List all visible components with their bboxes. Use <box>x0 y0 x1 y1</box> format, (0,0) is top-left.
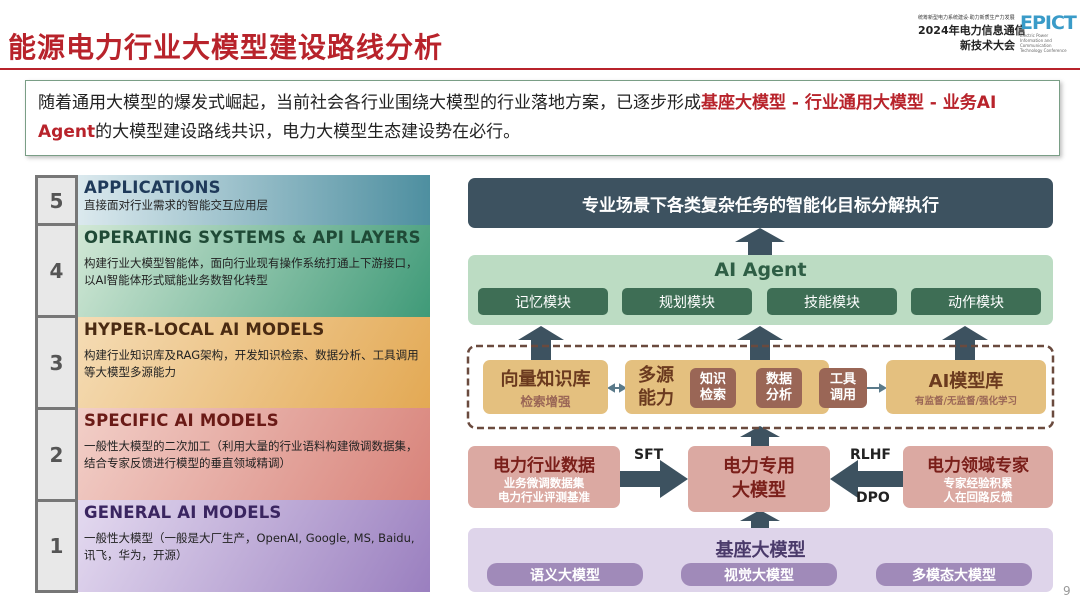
module-skill: 技能模块 <box>767 288 897 315</box>
pill-vision-model: 视觉大模型 <box>681 563 837 586</box>
layer-title: SPECIFIC AI MODELS <box>84 411 279 430</box>
arrow-up-icon <box>518 326 564 360</box>
layer-number-4: 4 <box>35 223 78 318</box>
cap-l1: 数据 <box>765 372 792 387</box>
intro-text: 随着通用大模型的爆发式崛起，当前社会各行业围绕大模型的行业落地方案，已逐步形成 <box>38 93 701 113</box>
cap-l1: 工具 <box>829 372 856 387</box>
power-data-sub1: 业务微调数据集 <box>503 475 585 490</box>
module-memory: 记忆模块 <box>478 288 608 315</box>
layer-desc: 构建行业大模型智能体，面向行业现有操作系统打通上下游接口，以AI智能体形式赋能业… <box>84 256 418 287</box>
conference-name-line1: 2024年电力信息通信 <box>918 24 1026 37</box>
pill-multimodal-model: 多模态大模型 <box>876 563 1032 586</box>
ai-agent-title: AI Agent <box>714 259 807 281</box>
module-planning: 规划模块 <box>622 288 752 315</box>
multi-title-1: 多源 <box>638 365 674 386</box>
cap-l1: 知识 <box>699 372 726 387</box>
pill-semantic-model: 语义大模型 <box>487 563 643 586</box>
intro-highlight: 基座大模型 - 行业通用大模型 - 业务AI Agent <box>38 93 997 142</box>
vector-kb-title: 向量知识库 <box>500 368 591 390</box>
goal-box: 专业场景下各类复杂任务的智能化目标分解执行 <box>468 178 1053 228</box>
power-data-title: 电力行业数据 <box>493 455 595 476</box>
page-number: 9 <box>1063 584 1071 598</box>
arrow-up-icon <box>942 326 988 360</box>
power-data-box: 电力行业数据 业务微调数据集 电力行业评测基准 <box>468 446 620 508</box>
power-data-sub2: 电力行业评测基准 <box>498 489 590 504</box>
rlhf-label: RLHF <box>850 447 891 463</box>
cap-tool-call: 工具调用 <box>819 368 867 408</box>
layer-desc: 一般性大模型（一般是大厂生产，OpenAI, Google, MS, Baidu… <box>84 531 415 562</box>
arrow-up-icon <box>740 426 780 446</box>
layer-title: GENERAL AI MODELS <box>84 503 282 522</box>
model-lib-title: AI模型库 <box>928 371 1004 392</box>
arrow-right-icon <box>620 460 688 498</box>
model-lib-box: AI模型库 有监督/无监督/强化学习 <box>886 360 1046 414</box>
arrow-up-icon <box>737 326 783 360</box>
layer-title: HYPER-LOCAL AI MODELS <box>84 320 325 339</box>
power-model-box: 电力专用 大模型 <box>688 446 830 512</box>
layer-number-3: 3 <box>35 315 78 410</box>
epict-logo: EPICT <box>1020 12 1077 34</box>
cap-l2: 检索 <box>699 388 726 403</box>
cap-knowledge-retrieval: 知识检索 <box>690 368 736 408</box>
arrow-up-icon <box>735 228 785 255</box>
vector-kb-sub: 检索增强 <box>520 393 571 409</box>
power-model-l2: 大模型 <box>732 480 786 501</box>
layer-operating-systems: OPERATING SYSTEMS & API LAYERS 构建行业大模型智能… <box>78 225 430 317</box>
cap-l2: 调用 <box>829 388 856 403</box>
arrow-up-icon <box>740 510 780 530</box>
cap-l2: 分析 <box>765 388 792 403</box>
sft-label: SFT <box>634 447 664 463</box>
base-model-title: 基座大模型 <box>715 540 806 561</box>
cap-data-analysis: 数据分析 <box>756 368 802 408</box>
dpo-label: DPO <box>856 490 890 506</box>
power-expert-sub1: 专家经验积累 <box>943 475 1013 490</box>
layer-number-1: 1 <box>35 499 78 593</box>
layer-general: GENERAL AI MODELS 一般性大模型（一般是大厂生产，OpenAI,… <box>78 500 430 592</box>
vector-kb-box: 向量知识库 检索增强 <box>483 360 608 414</box>
module-action: 动作模块 <box>911 288 1041 315</box>
intro-box: 随着通用大模型的爆发式崛起，当前社会各行业围绕大模型的行业落地方案，已逐步形成基… <box>25 80 1060 156</box>
intro-text-end: 的大模型建设路线共识，电力大模型生态建设势在必行。 <box>95 122 521 142</box>
page-title: 能源电力行业大模型建设路线分析 <box>8 31 444 64</box>
power-expert-box: 电力领域专家 专家经验积累 人在回路反馈 <box>903 446 1053 508</box>
multi-source-title: 多源能力 <box>638 364 674 410</box>
power-expert-title: 电力领域专家 <box>927 455 1029 476</box>
layer-desc: 构建行业知识库及RAG架构，开发知识检索、数据分析、工具调用等大模型多源能力 <box>84 348 419 379</box>
layer-desc: 一般性大模型的二次加工（利用大量的行业语料构建微调数据集，结合专家反馈进行模型的… <box>84 439 418 470</box>
title-divider <box>0 68 1080 70</box>
model-lib-sub: 有监督/无监督/强化学习 <box>915 396 1017 407</box>
conference-name-line2: 新技术大会 <box>960 39 1015 52</box>
layer-specific: SPECIFIC AI MODELS 一般性大模型的二次加工（利用大量的行业语料… <box>78 408 430 500</box>
layer-applications: APPLICATIONS 直接面对行业需求的智能交互应用层 <box>78 175 430 225</box>
logo-subtext: Electric Power Information and Communica… <box>1020 33 1067 53</box>
layer-title: APPLICATIONS <box>84 178 221 197</box>
layer-hyper-local: HYPER-LOCAL AI MODELS 构建行业知识库及RAG架构，开发知识… <box>78 317 430 408</box>
layer-number-2: 2 <box>35 407 78 502</box>
power-expert-sub2: 人在回路反馈 <box>943 489 1013 504</box>
logo-tagline: 统筹新型电力系统建设·助力新质生产力发展 <box>918 15 1015 21</box>
multi-title-2: 能力 <box>638 388 674 409</box>
layer-title: OPERATING SYSTEMS & API LAYERS <box>84 228 421 247</box>
arrow-left-icon <box>830 460 903 498</box>
power-model-l1: 电力专用 <box>723 456 795 477</box>
layer-desc: 直接面对行业需求的智能交互应用层 <box>84 198 268 212</box>
